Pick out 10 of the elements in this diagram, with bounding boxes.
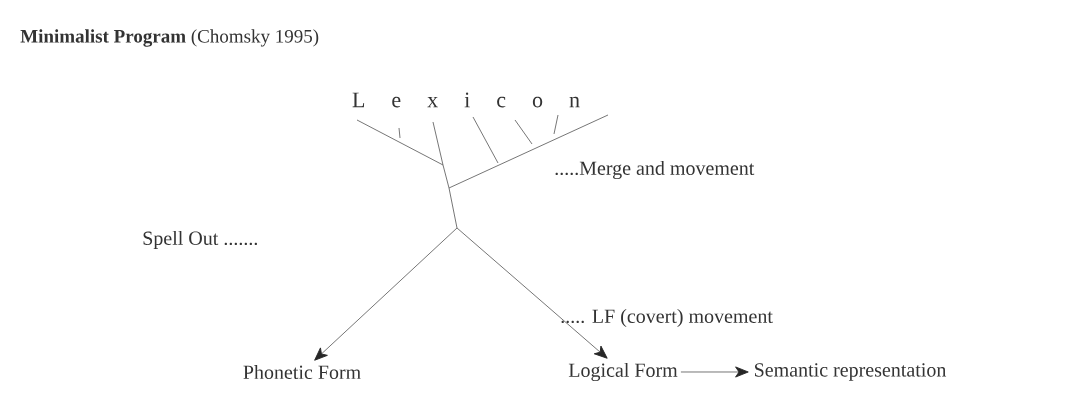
- arrow: [456, 227, 608, 359]
- annotation-text: .....Merge and movement: [555, 160, 755, 180]
- title: Minimalist Program (Chomsky 1995): [20, 29, 319, 47]
- form-label: Phonetic Form: [243, 364, 361, 379]
- form-label: Semantic representation: [755, 363, 947, 381]
- annotation-text: Spell Out .......: [143, 230, 257, 250]
- arrow: [680, 366, 749, 378]
- form-label: Logical Form: [568, 362, 678, 382]
- arrow: [314, 227, 458, 361]
- annotation-text: ..... LF (covert) movement: [561, 308, 773, 328]
